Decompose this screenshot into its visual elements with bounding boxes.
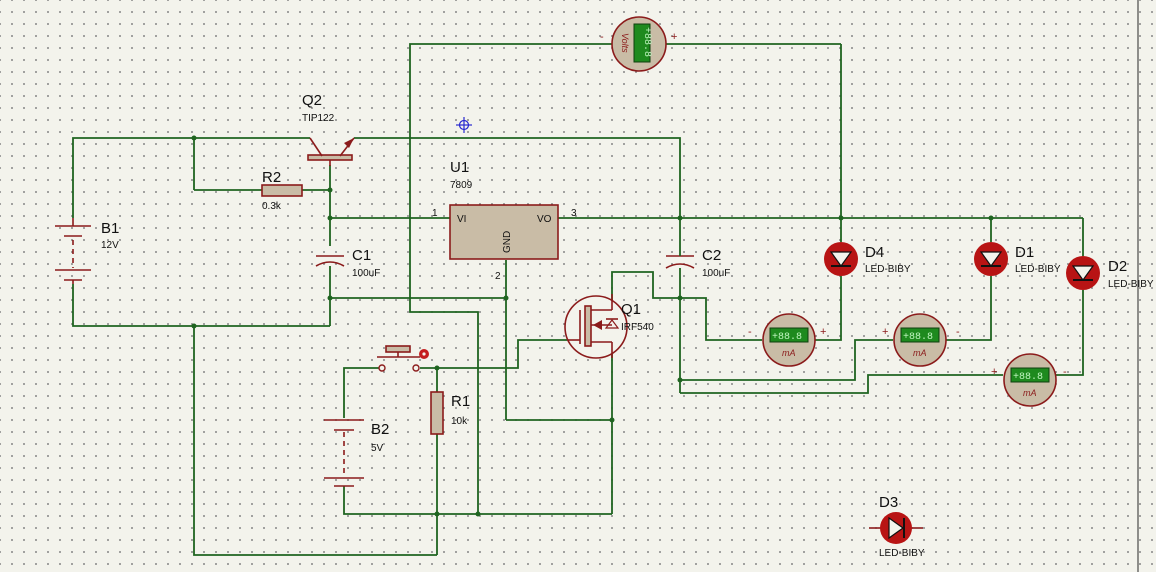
transistor-q2[interactable]: Q2 TIP122 — [302, 92, 355, 166]
d3-ref: D3 — [879, 494, 898, 511]
q1-ref: Q1 — [621, 301, 641, 318]
ammeter3-display: +88.8 — [1013, 372, 1043, 383]
q2-ref: Q2 — [302, 92, 322, 109]
capacitor-c2[interactable]: C2 100uF — [665, 247, 730, 279]
ammeter1-minus: - — [748, 326, 752, 338]
regulator-u1[interactable]: VI VO GND 1 3 2 U1 7809 — [432, 159, 577, 282]
led-d3[interactable]: D3 LED-BIBY — [869, 494, 925, 559]
voltmeter-plus: + — [671, 31, 677, 43]
battery-b2[interactable]: B2 5V — [324, 419, 389, 487]
led-d4[interactable]: D4 LED-BIBY — [824, 242, 911, 276]
ammeter2-minus: - — [956, 326, 960, 338]
u1-pin-vi: VI — [457, 214, 466, 225]
led-d1[interactable]: D1 LED-BIBY — [974, 242, 1061, 276]
b1-value: 12V — [101, 240, 119, 251]
u1-pin2: 2 — [495, 271, 501, 282]
d4-value: LED-BIBY — [865, 264, 911, 275]
b1-ref: B1 — [101, 220, 119, 237]
d2-value: LED-BIBY — [1108, 279, 1154, 290]
resistor-r2[interactable]: R2 0.3k — [261, 169, 303, 212]
r2-ref: R2 — [262, 169, 281, 186]
u1-pin-vo: VO — [537, 214, 552, 225]
voltmeter-unit: Volts — [620, 33, 630, 53]
b2-value: 5V — [371, 443, 384, 454]
mosfet-q1[interactable]: Q1 IRF540 — [564, 294, 654, 359]
c2-value: 100uF — [702, 268, 730, 279]
d4-ref: D4 — [865, 244, 884, 261]
u1-ref: U1 — [450, 159, 469, 176]
c2-ref: C2 — [702, 247, 721, 264]
ammeter2-unit: mA — [913, 348, 927, 358]
ammeter-2[interactable]: +88.8 mA + - — [882, 313, 960, 367]
voltmeter-minus: - — [600, 31, 604, 43]
c1-value: 100uF — [352, 268, 380, 279]
voltmeter-display: +88.8 — [641, 27, 652, 57]
q2-value: TIP122 — [302, 113, 335, 124]
b2-ref: B2 — [371, 421, 389, 438]
led-d2[interactable]: D2 LED-BIBY — [1066, 256, 1154, 290]
r2-value: 0.3k — [262, 201, 282, 212]
ammeter3-unit: mA — [1023, 388, 1037, 398]
capacitor-c1[interactable]: C1 100uF — [315, 247, 380, 279]
r1-ref: R1 — [451, 393, 470, 410]
ammeter3-plus: + — [991, 366, 997, 378]
resistor-r1[interactable]: R1 10k — [430, 391, 470, 435]
ammeter2-plus: + — [882, 326, 888, 338]
d2-ref: D2 — [1108, 258, 1127, 275]
ammeter1-unit: mA — [782, 348, 796, 358]
q1-value: IRF540 — [621, 322, 654, 333]
d1-ref: D1 — [1015, 244, 1034, 261]
c1-ref: C1 — [352, 247, 371, 264]
u1-value: 7809 — [450, 180, 473, 191]
crosshair-cursor-icon — [456, 117, 472, 133]
u1-pin3: 3 — [571, 208, 577, 219]
ammeter1-display: +88.8 — [772, 332, 802, 343]
ammeter2-display: +88.8 — [903, 332, 933, 343]
wires — [72, 43, 1084, 556]
ammeter-1[interactable]: +88.8 mA - + — [748, 313, 826, 367]
ammeter-3[interactable]: +88.8 mA + - — [991, 353, 1067, 407]
ammeter3-minus: - — [1063, 366, 1067, 378]
push-button-switch[interactable] — [377, 345, 429, 372]
r1-value: 10k — [451, 416, 468, 427]
battery-b1[interactable]: B1 12V — [55, 218, 119, 284]
ammeter1-plus: + — [820, 326, 826, 338]
d3-value: LED-BIBY — [879, 548, 925, 559]
voltmeter[interactable]: +88.8 Volts - + — [600, 16, 677, 72]
d1-value: LED-BIBY — [1015, 264, 1061, 275]
u1-pin-gnd: GND — [502, 231, 513, 253]
junction-dots — [191, 135, 994, 517]
u1-pin1: 1 — [432, 208, 438, 219]
